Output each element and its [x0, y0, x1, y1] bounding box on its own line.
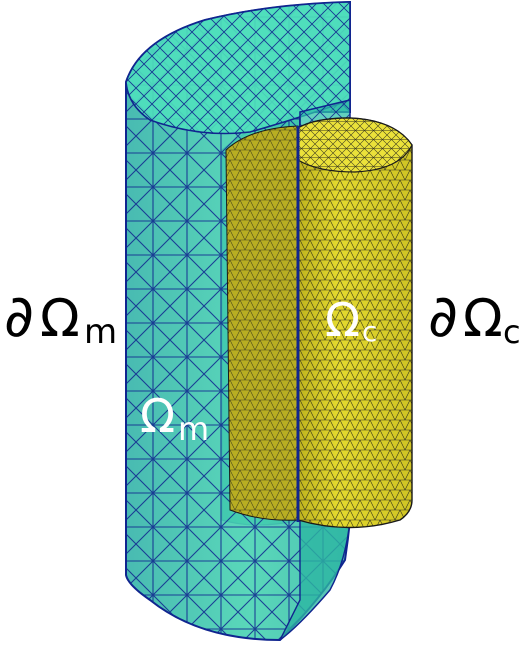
- mantle-top-mesh: [126, 2, 350, 134]
- label-boundary-mantle: ∂ Ω m: [4, 282, 117, 352]
- mantle-bottom-face: [279, 519, 351, 641]
- label-mantle-domain: Ω m: [140, 389, 209, 448]
- boundary-core-greek: Ω: [463, 289, 503, 349]
- label-core-domain: Ω c: [325, 293, 377, 348]
- mantle-domain-greek: Ω: [140, 389, 175, 443]
- boundary-mantle-subscript: m: [84, 312, 117, 352]
- boundary-mantle-symbol: ∂: [4, 282, 34, 350]
- core-top-mesh: [298, 118, 412, 172]
- core-domain-subscript: c: [362, 315, 377, 348]
- label-boundary-core: ∂ Ω c: [428, 282, 521, 351]
- mantle-domain-subscript: m: [178, 410, 209, 448]
- core-body-mesh: [298, 118, 412, 528]
- boundary-mantle-greek: Ω: [40, 289, 80, 349]
- core-domain-greek: Ω: [325, 293, 360, 347]
- core-back-mesh: [226, 126, 298, 521]
- boundary-core-subscript: c: [503, 313, 521, 351]
- core-domain: [225, 117, 413, 529]
- boundary-core-symbol: ∂: [428, 282, 458, 350]
